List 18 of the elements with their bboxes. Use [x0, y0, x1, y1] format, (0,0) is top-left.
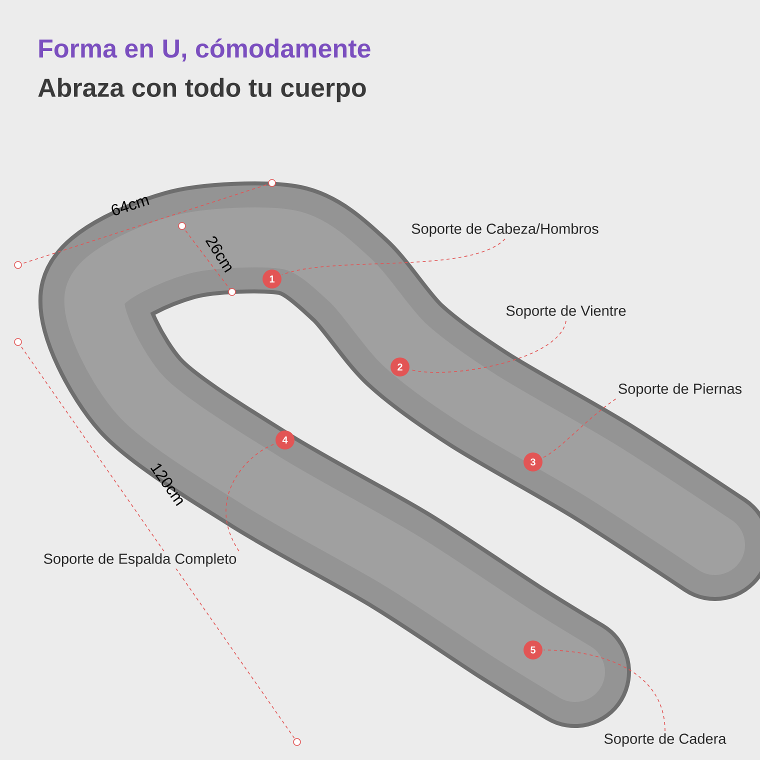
callout-label: Soporte de Espalda Completo: [41, 551, 239, 569]
leader-line: [282, 238, 506, 276]
callout-number: 5: [524, 640, 542, 660]
callout-label: Soporte de Vientre: [504, 303, 628, 321]
leader-line: [226, 443, 276, 552]
subtitle: Abraza con todo tu cuerpo: [38, 78, 366, 102]
leader-line: [543, 650, 666, 732]
callout-label: Soporte de Cabeza/Hombros: [409, 221, 601, 239]
callout-number: 3: [524, 452, 542, 472]
dimension-label: 64cm: [112, 196, 150, 216]
callout-label: Soporte de Cadera: [602, 731, 728, 749]
callout-number: 2: [390, 358, 410, 376]
title: Forma en U, cómodamente: [39, 38, 370, 62]
callout-number: 1: [262, 270, 282, 288]
callout-label: Soporte de Piernas: [616, 381, 744, 399]
leader-line: [410, 320, 566, 373]
callout-number: 4: [276, 430, 294, 450]
leader-line: [542, 398, 616, 458]
